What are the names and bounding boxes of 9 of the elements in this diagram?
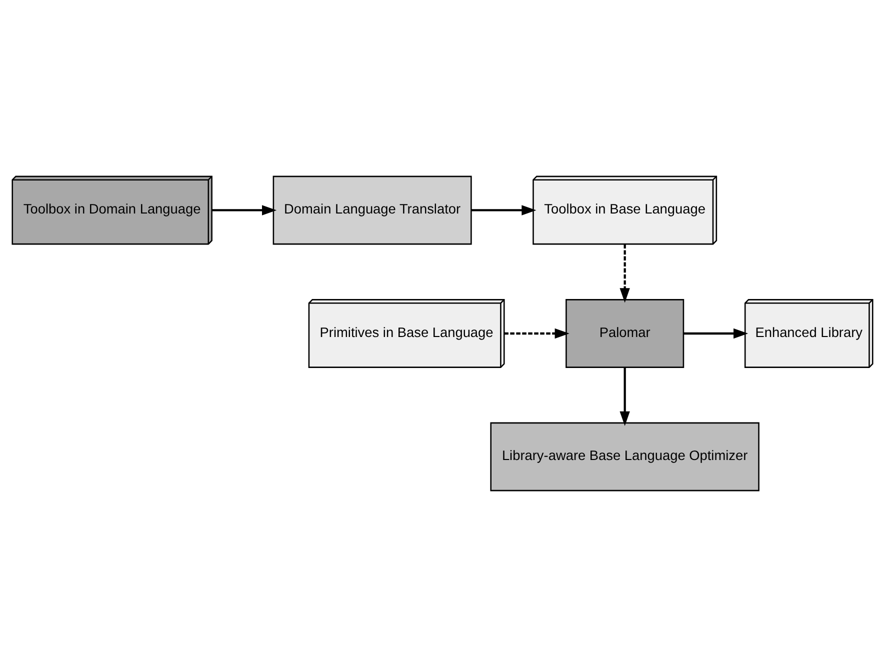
- node-box: Library-aware Base Language Optimizer: [490, 422, 760, 492]
- arrow: [504, 328, 570, 339]
- arrow: [212, 205, 277, 216]
- arrow: [684, 328, 748, 339]
- arrow: [471, 205, 536, 216]
- node-box: Domain Language Translator: [272, 176, 472, 245]
- arrow: [620, 244, 630, 303]
- node-box: Palomar: [566, 299, 684, 368]
- arrow: [620, 368, 630, 426]
